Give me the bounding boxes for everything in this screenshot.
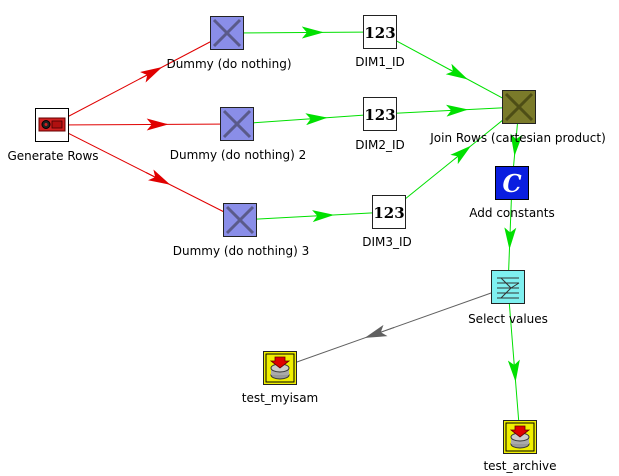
join-rows-label: Join Rows (cartesian product) bbox=[430, 131, 606, 145]
hop-generate_rows-to-dummy3[interactable] bbox=[51, 124, 171, 185]
test-archive-label: test_archive bbox=[483, 459, 557, 473]
hop-generate_rows-to-dummy1[interactable] bbox=[51, 67, 163, 126]
dummy-icon bbox=[220, 107, 254, 141]
select-values-icon bbox=[491, 270, 525, 304]
generate-rows-step[interactable] bbox=[35, 108, 69, 142]
table-output-icon bbox=[263, 351, 297, 385]
dummy-2-label: Dummy (do nothing) 2 bbox=[169, 148, 307, 162]
test-archive-step[interactable] bbox=[503, 420, 537, 454]
dummy-step-1[interactable] bbox=[210, 16, 244, 50]
select-values-label: Select values bbox=[468, 312, 548, 326]
dummy-step-2[interactable] bbox=[220, 107, 254, 141]
hop-generate_rows-to-dummy2[interactable] bbox=[51, 118, 169, 131]
dim3-step[interactable]: 123 bbox=[372, 195, 406, 229]
dim2-label: DIM2_ID bbox=[355, 138, 405, 152]
table-output-icon bbox=[503, 420, 537, 454]
sequence-icon: 123 bbox=[363, 15, 397, 49]
dim3-label: DIM3_ID bbox=[362, 235, 412, 249]
dummy-icon bbox=[210, 16, 244, 50]
join-rows-step[interactable] bbox=[502, 90, 536, 124]
dummy-3-label: Dummy (do nothing) 3 bbox=[172, 244, 310, 258]
hop-select_values-to-test_myisam[interactable] bbox=[364, 286, 509, 338]
test-myisam-step[interactable] bbox=[263, 351, 297, 385]
constants-glyph: C bbox=[502, 169, 521, 198]
dim1-label: DIM1_ID bbox=[355, 55, 405, 69]
add-constants-icon: C bbox=[495, 166, 529, 200]
dim2-step[interactable]: 123 bbox=[363, 97, 397, 131]
select-values-step[interactable] bbox=[491, 270, 525, 304]
sequence-icon: 123 bbox=[363, 97, 397, 131]
dim1-step[interactable]: 123 bbox=[363, 15, 397, 49]
sequence-glyph: 123 bbox=[364, 106, 395, 124]
dummy-1-label: Dummy (do nothing) bbox=[166, 57, 292, 71]
join-rows-icon bbox=[502, 90, 536, 124]
generate-rows-icon bbox=[35, 108, 69, 142]
sequence-icon: 123 bbox=[372, 195, 406, 229]
test-myisam-label: test_myisam bbox=[241, 391, 319, 405]
generate-rows-label: Generate Rows bbox=[7, 149, 99, 163]
add-constants-label: Add constants bbox=[469, 206, 555, 220]
dummy-icon bbox=[223, 203, 257, 237]
add-constants-step[interactable]: C bbox=[495, 166, 529, 200]
sequence-glyph: 123 bbox=[364, 24, 395, 42]
sequence-glyph: 123 bbox=[373, 204, 404, 222]
dummy-step-3[interactable] bbox=[223, 203, 257, 237]
